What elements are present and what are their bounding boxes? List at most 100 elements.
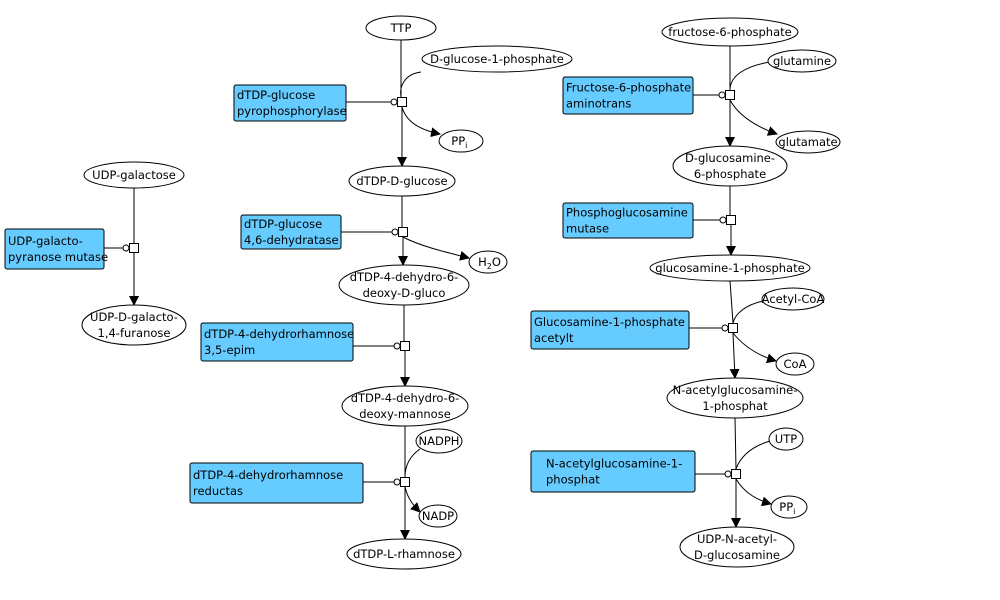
- enzyme-box: [189, 462, 364, 504]
- enzyme-box: [530, 310, 690, 350]
- metabolite-coa[interactable]: CoA: [775, 352, 815, 376]
- metabolite-ellipse: [672, 145, 788, 187]
- metabolite-ttp[interactable]: TTP: [365, 15, 437, 41]
- metabolite-subscript: 2: [487, 262, 492, 271]
- metabolite-label: PPi: [451, 134, 467, 150]
- enzyme-label: UDP-galacto-: [8, 234, 83, 248]
- metabolite-h2o[interactable]: H2O: [468, 250, 508, 274]
- metabolite-d-glucose-1-phosphate[interactable]: D-glucose-1-phosphate: [421, 45, 573, 73]
- metabolite-ellipse: [346, 538, 462, 570]
- enzyme-box: [530, 450, 696, 493]
- enzyme-box: [562, 202, 694, 239]
- reaction-node: [400, 341, 410, 351]
- metabolite-ellipse: [83, 161, 185, 189]
- reaction-node: [397, 97, 407, 107]
- side-product-arrow: [401, 106, 441, 138]
- metabolite-label: D-glucosamine-: [685, 151, 775, 165]
- metabolite-label: deoxy-mannose: [359, 407, 451, 421]
- enzyme-label: Glucosamine-1-phosphate: [534, 315, 685, 329]
- side-product-arrow: [735, 478, 772, 507]
- metabolite-dtdp-4-dehydro-6-deoxy-mannose[interactable]: dTDP-4-dehydro-6-deoxy-mannose: [341, 385, 469, 427]
- metabolite-label: UDP-galactose: [92, 168, 176, 182]
- metabolite-dtdp-l-rhamnose[interactable]: dTDP-L-rhamnose: [346, 538, 462, 570]
- side-product-arrow: [402, 236, 470, 261]
- metabolite-nadph[interactable]: NADPH: [415, 428, 463, 454]
- reaction-node: [725, 90, 735, 100]
- reaction-line: [734, 417, 737, 470]
- metabolite-ellipse: [770, 495, 808, 519]
- reaction-node: [731, 469, 741, 479]
- metabolite-label: N-acetylglucosamine-: [673, 383, 798, 397]
- metabolite-n-acetylglucosamine-1-phosphat[interactable]: N-acetylglucosamine- 1-phosphat: [666, 377, 804, 419]
- catalysis-marker: [391, 228, 399, 236]
- side-product-arrow: [729, 99, 778, 136]
- metabolite-ellipse: [775, 130, 841, 154]
- enzyme-label: Phosphoglucosamine: [566, 206, 688, 220]
- metabolite-utp[interactable]: UTP: [768, 427, 804, 451]
- metabolite-ellipse: [761, 287, 825, 311]
- enzyme-label: acetylt: [534, 331, 574, 345]
- metabolite-label: glucosamine-1-phosphate: [655, 261, 804, 275]
- metabolite-d-glucosamine-6-phosphate[interactable]: D-glucosamine-6-phosphate: [672, 145, 788, 187]
- metabolite-ppi-2[interactable]: PPi: [770, 495, 808, 519]
- metabolite-glutamate[interactable]: glutamate: [775, 130, 841, 154]
- side-substrate-curve: [729, 61, 771, 91]
- metabolite-ellipse: [421, 45, 573, 73]
- enzyme-label: pyranose mutase: [8, 250, 108, 264]
- metabolite-suffix: O: [492, 255, 501, 269]
- enzyme-phosphoglucosamine-mutase[interactable]: Phosphoglucosamine mutase: [562, 202, 694, 239]
- metabolite-ellipse: [775, 352, 815, 376]
- metabolite-label: UDP-D-galacto-: [90, 310, 178, 324]
- enzyme-glucosamine-1-phosphate-acetylt[interactable]: Glucosamine-1-phosphate acetylt: [530, 310, 690, 350]
- reaction-node: [726, 215, 736, 225]
- metabolite-ellipse: [341, 385, 469, 427]
- enzyme-box: [4, 228, 105, 270]
- reaction-arrow: [729, 332, 740, 379]
- metabolite-ellipse: [767, 49, 837, 73]
- enzyme-label: mutase: [566, 222, 609, 236]
- metabolite-label: fructose-6-phosphate: [668, 25, 791, 39]
- metabolite-udp-n-acetyl-d-glucosamine[interactable]: UDP-N-acetyl-D-glucosamine: [679, 526, 795, 568]
- enzyme-udp-galactopyranose-mutase[interactable]: UDP-galacto-pyranose mutase: [4, 228, 108, 270]
- metabolite-acetyl-coa[interactable]: Acetyl-CoA: [761, 287, 825, 311]
- enzyme-label: dTDP-glucose: [244, 217, 322, 231]
- metabolite-label: TTP: [390, 21, 412, 35]
- metabolite-nadp[interactable]: NADP: [418, 504, 458, 528]
- enzyme-label: aminotrans: [566, 97, 631, 111]
- metabolite-dtdp-d-glucose[interactable]: dTDP-D-glucose: [348, 165, 456, 197]
- metabolite-label: NADPH: [419, 434, 460, 448]
- metabolite-glucosamine-1-phosphate[interactable]: glucosamine-1-phosphate: [649, 254, 811, 282]
- side-product-arrow: [404, 486, 421, 513]
- metabolite-subscript: i: [793, 507, 795, 516]
- enzyme-label: dTDP-4-dehydrorhamnose: [204, 327, 354, 341]
- reaction-node: [400, 477, 410, 487]
- pathway-nodes: UDP-galactoseUDP-D-galacto-1,4-furanoseU…: [4, 15, 841, 570]
- catalysis-marker: [719, 216, 727, 224]
- enzyme-label: dTDP-4-dehydrorhamnose: [193, 468, 343, 482]
- metabolite-udp-d-galacto-furanose[interactable]: UDP-D-galacto-1,4-furanose: [81, 304, 187, 346]
- metabolite-ppi-1[interactable]: PPi: [438, 129, 484, 153]
- metabolite-ellipse: [438, 129, 484, 153]
- reaction-line: [729, 280, 734, 324]
- metabolite-dtdp-4-dehydro-6-deoxy-d-gluco[interactable]: dTDP-4-dehydro-6-deoxy-D-gluco: [338, 264, 470, 306]
- metabolite-label: 1-phosphat: [702, 399, 768, 413]
- enzyme-label: dTDP-glucose: [237, 88, 315, 102]
- enzyme-box: [240, 214, 342, 250]
- enzyme-label: N-acetylglucosamine-1-: [546, 457, 682, 471]
- metabolite-ellipse: [81, 304, 187, 346]
- metabolite-label: NADP: [422, 509, 454, 523]
- catalysis-marker: [393, 342, 401, 350]
- metabolite-glutamine[interactable]: glutamine: [767, 49, 837, 73]
- enzyme-n-acetylglucosamine-1-phosphat-enzyme[interactable]: N-acetylglucosamine-1-phosphat: [530, 450, 696, 493]
- metabolite-label: glutamine: [773, 54, 831, 68]
- metabolite-label: UTP: [775, 432, 797, 446]
- metabolite-label: glutamate: [778, 135, 837, 149]
- enzyme-box: [200, 322, 354, 362]
- metabolite-fructose-6-phosphate[interactable]: fructose-6-phosphate: [661, 17, 799, 47]
- metabolite-udp-galactose[interactable]: UDP-galactose: [83, 161, 185, 189]
